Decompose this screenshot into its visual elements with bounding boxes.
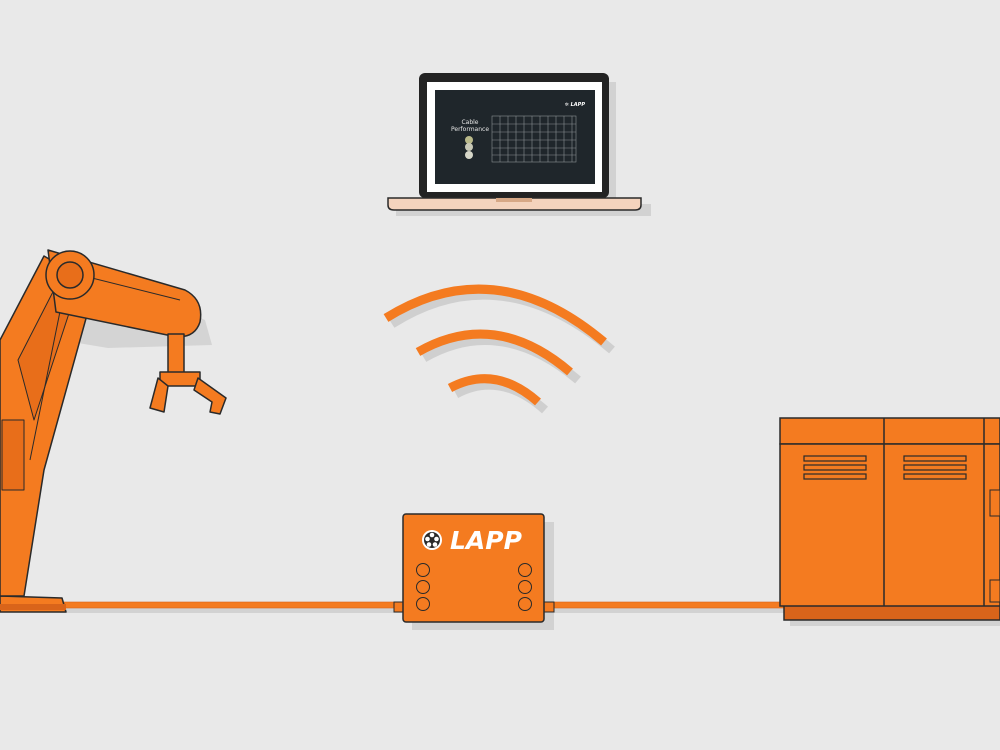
port-column-left	[416, 563, 430, 611]
screen-title-line2: Performance	[451, 126, 489, 133]
status-dot	[465, 151, 473, 159]
port-column-right	[518, 563, 532, 611]
screen-logo: ✲ LAPP	[565, 102, 586, 108]
lapp-logo-icon	[422, 530, 442, 550]
screen-title-line1: Cable	[461, 119, 478, 126]
vent-right	[903, 455, 967, 480]
status-dot	[465, 143, 473, 151]
performance-chart-grid	[491, 115, 577, 163]
robot-arm	[0, 249, 227, 613]
controller-brand: LAPP	[450, 526, 522, 555]
lapp-controller-box: LAPP	[393, 513, 555, 630]
control-cabinet	[779, 417, 1000, 626]
vent-left	[803, 455, 867, 480]
wifi-signal-icon	[383, 284, 615, 414]
status-dot	[465, 136, 473, 144]
laptop: ✲ LAPP Cable Performance	[387, 73, 651, 216]
laptop-screen	[435, 90, 595, 184]
